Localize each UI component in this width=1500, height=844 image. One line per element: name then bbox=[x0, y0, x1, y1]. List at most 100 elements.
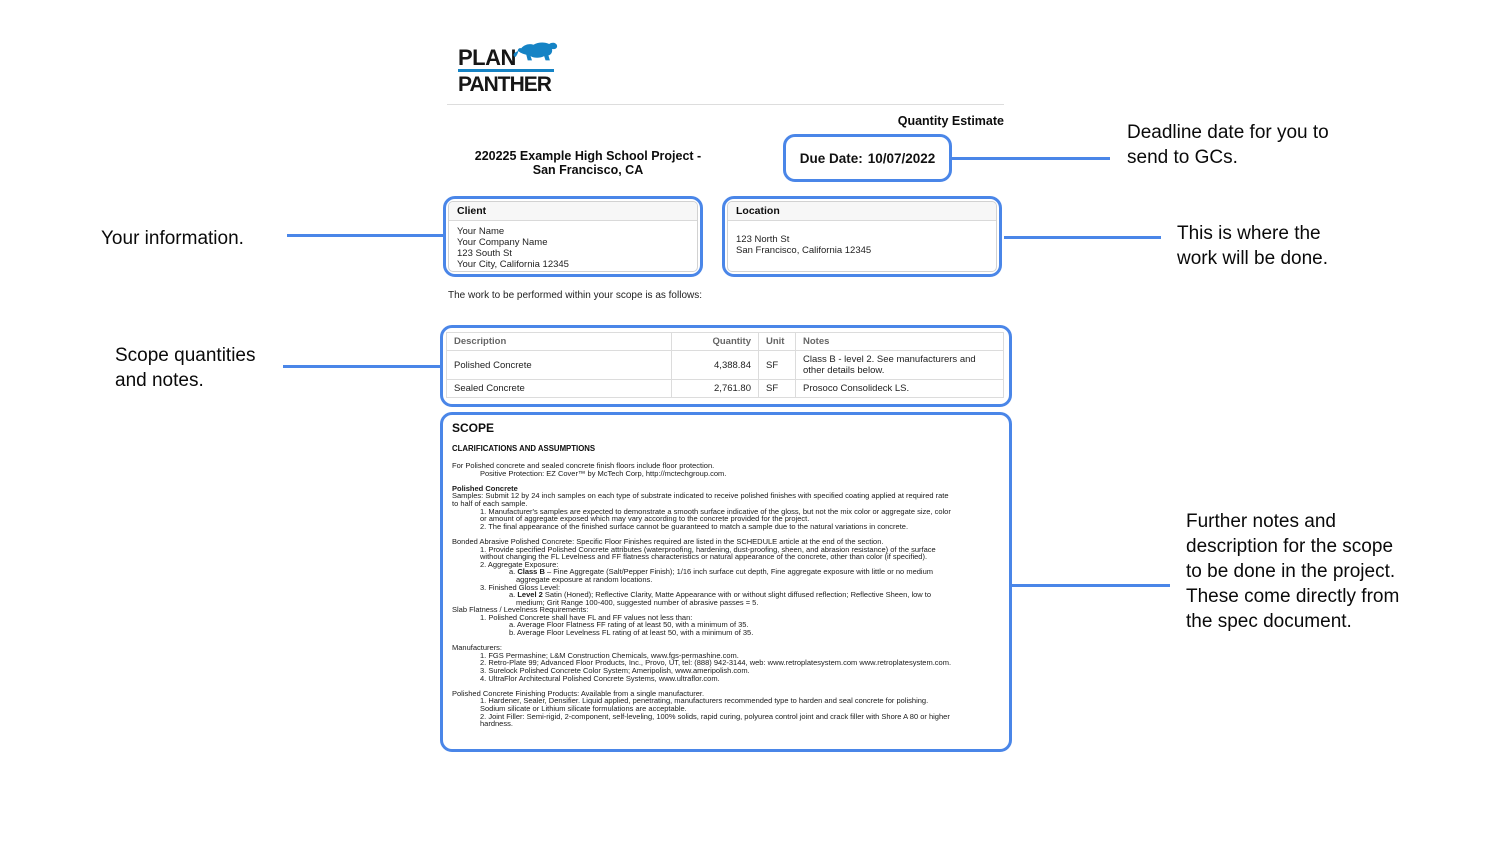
header-row: Description Quantity Unit Notes bbox=[446, 332, 1004, 351]
cell-description: Sealed Concrete bbox=[446, 379, 672, 398]
scope-text: Slab Flatness / Levelness Requirements: bbox=[452, 605, 589, 615]
project-title-line2: San Francisco, CA bbox=[532, 163, 644, 177]
scope-title: SCOPE bbox=[452, 421, 495, 435]
logo-underline bbox=[458, 69, 554, 72]
scope-text: a. Average Floor Flatness FF rating of a… bbox=[509, 620, 749, 630]
scope-text: aggregate exposure at random locations. bbox=[516, 574, 653, 584]
scope-line: b. Average Floor Levelness FL rating of … bbox=[452, 629, 1000, 637]
scope-line bbox=[452, 477, 1000, 485]
text-line: the spec document. bbox=[1186, 611, 1352, 632]
text-line: Your information. bbox=[101, 228, 244, 249]
leader-line-your-info bbox=[287, 234, 443, 237]
text-line: to be done in the project. bbox=[1186, 561, 1396, 582]
annotation-your-info: Your information. bbox=[101, 226, 244, 251]
scope-line: to half of each sample. bbox=[452, 500, 1000, 508]
text-line: and notes. bbox=[115, 370, 204, 391]
scope-text: – Fine Aggregate (Salt/Pepper Finish); 1… bbox=[544, 567, 933, 577]
leader-line-location bbox=[1004, 236, 1161, 239]
cell-unit: SF bbox=[758, 350, 796, 380]
scope-text: Class B bbox=[517, 567, 545, 577]
scope-line: 4. UltraFlor Architectural Polished Conc… bbox=[452, 673, 1000, 683]
document-type-label: Quantity Estimate bbox=[897, 114, 1004, 128]
scope-text: 3. Surelock Polished Concrete Color Syst… bbox=[480, 666, 750, 676]
cell-quantity: 2,761.80 bbox=[671, 379, 759, 398]
cell-unit: SF bbox=[758, 379, 796, 398]
scope-line: 1. Manufacturer's samples are expected t… bbox=[452, 506, 1000, 516]
text-line: send to GCs. bbox=[1127, 147, 1238, 168]
scope-line: Sodium silicate or Lithium silicate form… bbox=[452, 705, 1000, 713]
scope-text: b. Average Floor Levelness FL rating of … bbox=[509, 628, 754, 638]
scope-intro-text: The work to be performed within your sco… bbox=[448, 290, 702, 301]
project-title-line1: 220225 Example High School Project - bbox=[474, 149, 702, 163]
scope-text: 2. The final appearance of the finished … bbox=[480, 521, 909, 531]
scope-line: 3. Surelock Polished Concrete Color Syst… bbox=[452, 667, 1000, 675]
scope-line: 2. Aggregate Exposure: bbox=[452, 559, 1000, 569]
scope-line: Polished Concrete Finishing Products: Av… bbox=[452, 690, 1000, 698]
text-line: Scope quantities bbox=[115, 345, 256, 366]
scope-text: Level 2 bbox=[517, 590, 543, 600]
scope-line: aggregate exposure at random locations. bbox=[452, 576, 1000, 584]
project-title: 220225 Example High School Project - San… bbox=[444, 149, 732, 177]
scope-line: or amount of aggregate exposed which may… bbox=[452, 515, 1000, 523]
due-date-callout: Due Date: 10/07/2022 bbox=[783, 134, 952, 182]
scope-line: 1. Polished Concrete shall have FL and F… bbox=[452, 614, 1000, 622]
scope-text: Samples: Submit 12 by 24 inch samples on… bbox=[452, 491, 949, 501]
scope-line: 2. Joint Filler: Semi-rigid, 2-component… bbox=[452, 711, 1000, 721]
scope-line: 3. Finished Gloss Level: bbox=[452, 583, 1000, 592]
scope-text: Manufacturers: bbox=[452, 643, 503, 653]
logo-word-panther: PANTHER bbox=[458, 73, 552, 96]
scope-line: 2. Retro-Plate 99; Advanced Floor Produc… bbox=[452, 659, 1000, 667]
scope-text: Bonded Abrasive Polished Concrete: Speci… bbox=[452, 536, 884, 546]
leader-line-deadline bbox=[952, 157, 1110, 160]
scope-text: 4. UltraFlor Architectural Polished Conc… bbox=[480, 673, 720, 683]
scope-text: without changing the FL Levelness and FF… bbox=[480, 552, 928, 562]
cell-notes: Class B - level 2. See manufacturers and… bbox=[795, 350, 1004, 380]
scope-text: a. bbox=[509, 590, 518, 600]
quantities-table-callout: Description Quantity Unit Notes Polished… bbox=[440, 325, 1012, 407]
scope-line bbox=[452, 637, 1000, 645]
text-line: Your Name bbox=[457, 226, 505, 237]
header-divider bbox=[447, 104, 1004, 105]
text-line: work will be done. bbox=[1177, 248, 1329, 269]
scope-text: or amount of aggregate exposed which may… bbox=[480, 514, 810, 524]
text-line: This is where the bbox=[1177, 223, 1321, 244]
scope-line: Positive Protection: EZ Cover™ by McTech… bbox=[452, 469, 1000, 478]
due-date-value: 10/07/2022 bbox=[867, 150, 936, 166]
text-line: Your Company Name bbox=[457, 237, 548, 248]
scope-line: Manufacturers: bbox=[452, 644, 1000, 652]
scope-line: a. Class B – Fine Aggregate (Salt/Pepper… bbox=[452, 568, 1000, 576]
scope-text: 2. Aggregate Exposure: bbox=[480, 559, 559, 569]
text-line: These come directly from bbox=[1186, 586, 1400, 607]
cell-quantity: 4,388.84 bbox=[671, 350, 759, 380]
leader-line-scope-table bbox=[283, 365, 440, 368]
scope-line: For Polished concrete and sealed concret… bbox=[452, 462, 1000, 470]
header-description: Description bbox=[446, 332, 672, 351]
header-notes: Notes bbox=[795, 332, 1004, 351]
scope-text: to half of each sample. bbox=[452, 498, 528, 508]
scope-line: 2. The final appearance of the finished … bbox=[452, 521, 1000, 531]
panther-icon bbox=[513, 42, 558, 61]
scope-line: hardness. bbox=[452, 720, 1000, 728]
scope-text: Polished Concrete Finishing Products: Av… bbox=[452, 688, 705, 698]
scope-line: a. Level 2 Satin (Honed); Reflective Cla… bbox=[452, 591, 1000, 599]
text-line: Further notes and bbox=[1186, 511, 1336, 532]
scope-text: 2. Retro-Plate 99; Advanced Floor Produc… bbox=[480, 658, 952, 668]
scope-line: Polished Concrete bbox=[452, 484, 1000, 493]
scope-text: 2. Joint Filler: Semi-rigid, 2-component… bbox=[480, 711, 950, 721]
annotation-location: This is where the work will be done. bbox=[1177, 221, 1328, 271]
scope-text: 1. Manufacturer's samples are expected t… bbox=[480, 506, 951, 516]
scope-text: Sodium silicate or Lithium silicate form… bbox=[480, 704, 687, 713]
scope-line: Slab Flatness / Levelness Requirements: bbox=[452, 606, 1000, 614]
leader-line-scope-notes bbox=[1012, 584, 1170, 587]
cell-notes: Prosoco Consolideck LS. bbox=[795, 379, 1004, 398]
text-line: 123 North St bbox=[736, 234, 790, 245]
scope-section: SCOPE CLARIFICATIONS AND ASSUMPTIONS For… bbox=[443, 415, 1009, 749]
